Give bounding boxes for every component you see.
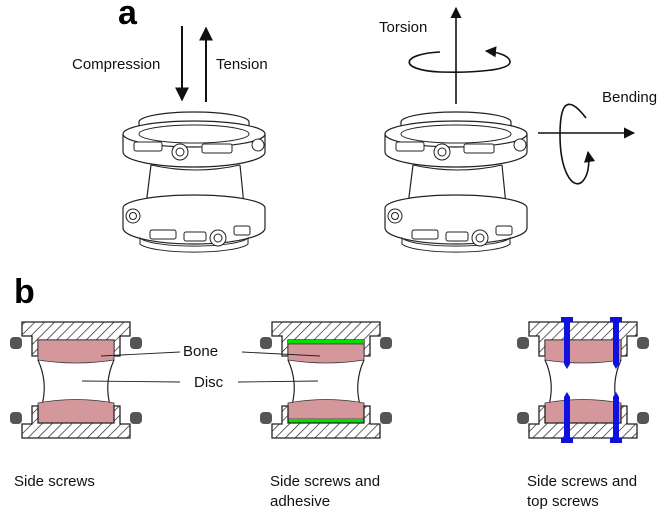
- bone-leader-left: [100, 351, 181, 357]
- caption-adhesive-line1: Side screws and: [270, 473, 380, 490]
- bone-label: Bone: [183, 343, 218, 360]
- bending-rotation-arrow: [559, 103, 596, 185]
- fixture-right: [384, 111, 528, 253]
- fixture-side-screws-top-screws: [517, 317, 649, 443]
- disc-label: Disc: [194, 374, 224, 391]
- panel-a-letter: a: [118, 0, 138, 32]
- compression-label: Compression: [72, 56, 160, 73]
- bone-leader-right: [241, 351, 321, 357]
- bending-label: Bending: [602, 89, 657, 106]
- disc-leader-left: [81, 380, 181, 383]
- tension-label: Tension: [216, 56, 268, 73]
- caption-top-screws-line1: Side screws and: [527, 473, 637, 490]
- torsion-label: Torsion: [379, 19, 427, 36]
- caption-top-screws-line2: top screws: [527, 493, 599, 510]
- caption-side-screws: Side screws: [14, 473, 95, 490]
- caption-adhesive-line2: adhesive: [270, 493, 330, 510]
- torsion-rotation-arrow: [408, 46, 511, 73]
- disc-leader-right: [237, 380, 319, 383]
- fixture-left: [122, 111, 266, 253]
- fixture-side-screws-adhesive: [260, 321, 392, 439]
- panel-b-letter: b: [14, 273, 35, 311]
- fixture-side-screws: [10, 321, 142, 439]
